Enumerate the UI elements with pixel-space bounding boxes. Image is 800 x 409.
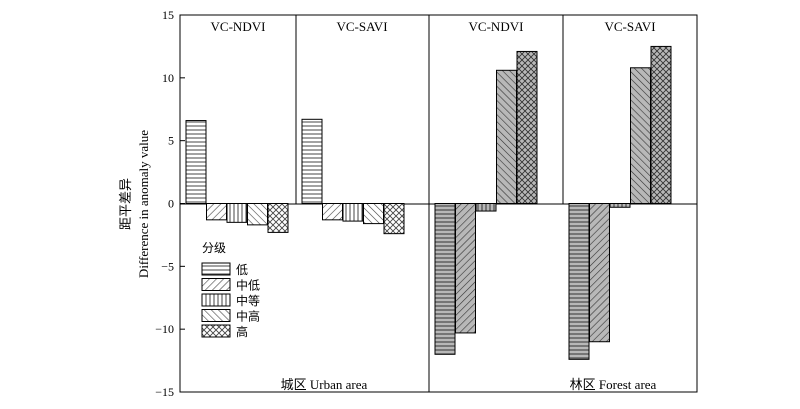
bar-urban-vc-ndvi-1	[185, 120, 207, 204]
y-axis-title-en: Difference in anomaly value	[136, 130, 151, 278]
bar-forest-vc-ndvi-4	[496, 69, 517, 204]
legend-swatch	[201, 262, 231, 276]
bar-urban-vc-savi-4	[363, 203, 384, 225]
bar-forest-vc-savi-2	[589, 203, 610, 343]
bar-forest-vc-ndvi-2	[455, 203, 476, 334]
y-tick-label: 5	[168, 134, 174, 148]
bars	[185, 45, 672, 360]
panel-labels: VC-NDVI VC-SAVI VC-NDVI VC-SAVI	[211, 19, 656, 34]
legend-label: 低	[236, 263, 248, 277]
bar-forest-vc-ndvi-1	[434, 203, 456, 355]
y-tick-label: −5	[161, 259, 174, 273]
legend-label: 中高	[236, 309, 260, 324]
bar-forest-vc-savi-1	[568, 203, 590, 360]
legend-label: 中低	[236, 278, 260, 293]
panel-label: VC-NDVI	[211, 19, 266, 34]
panel-label: VC-NDVI	[469, 19, 524, 34]
group-label-forest: 林区 Forest area	[570, 377, 657, 392]
legend-label: 高	[236, 324, 248, 339]
y-axis-title-cn: 距平差异	[118, 178, 133, 230]
bar-urban-vc-ndvi-4	[247, 203, 268, 226]
y-axis: 15 10 5 0 −5 −10 −15	[155, 8, 185, 399]
y-tick-label: −15	[155, 385, 174, 399]
panel-label: VC-SAVI	[604, 19, 655, 34]
legend-swatch	[201, 278, 231, 291]
panel-label: VC-SAVI	[336, 19, 387, 34]
bar-forest-vc-savi-3	[609, 203, 631, 208]
legend-title: 分级	[202, 241, 226, 255]
legend-swatch	[201, 309, 231, 322]
bar-urban-vc-ndvi-3	[226, 203, 248, 223]
bar-urban-vc-savi-1	[301, 118, 323, 204]
y-tick-label: −10	[155, 322, 174, 336]
legend-swatch	[201, 324, 231, 338]
bar-urban-vc-ndvi-5	[267, 203, 289, 233]
legend-label: 中等	[236, 293, 260, 308]
y-tick-label: 15	[162, 8, 174, 22]
bar-urban-vc-ndvi-2	[206, 203, 227, 221]
bar-urban-vc-savi-3	[342, 203, 364, 222]
y-tick-label: 10	[162, 71, 174, 85]
bar-forest-vc-savi-4	[630, 67, 651, 204]
legend-swatch	[201, 293, 231, 307]
group-label-urban: 城区 Urban area	[281, 377, 368, 392]
bar-forest-vc-ndvi-3	[475, 203, 497, 212]
bar-forest-vc-ndvi-5	[516, 50, 538, 205]
bar-urban-vc-savi-5	[383, 203, 405, 235]
y-tick-label: 0	[168, 197, 174, 211]
bar-urban-vc-savi-2	[322, 203, 343, 221]
bar-forest-vc-savi-5	[650, 45, 672, 204]
